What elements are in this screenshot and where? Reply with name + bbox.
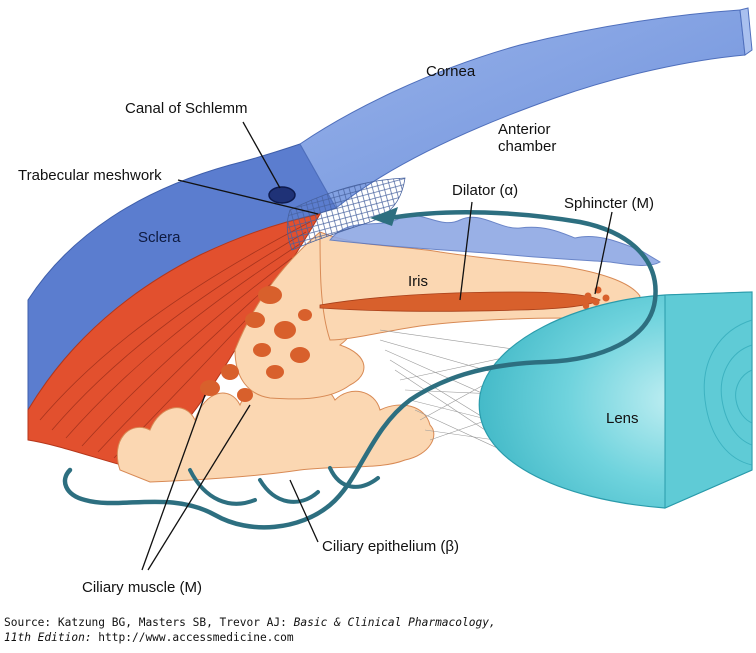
- label-dilator: Dilator (α): [452, 182, 518, 199]
- flow-arrowhead: [370, 207, 398, 226]
- source-book-title: Basic & Clinical Pharmacology,: [293, 616, 496, 629]
- aqueous-flow-arrow: [62, 209, 658, 530]
- trabecular-meshwork: [286, 177, 406, 251]
- flow-loop: [188, 466, 380, 506]
- lens-rings: [703, 319, 753, 466]
- dilator-muscle: [319, 291, 601, 312]
- label-anterior: Anterior: [498, 121, 551, 138]
- source-url: http://www.accessmedicine.com: [91, 631, 294, 644]
- label-cornea: Cornea: [426, 63, 476, 80]
- label-ciliary-muscle: Ciliary muscle (M): [82, 579, 202, 596]
- ciliary-muscle-fibers: [39, 221, 311, 459]
- leader-lines: [141, 121, 613, 571]
- label-sclera: Sclera: [138, 229, 181, 246]
- label-sphincter: Sphincter (M): [564, 195, 654, 212]
- cornea-edge: [739, 7, 753, 56]
- label-lens: Lens: [606, 410, 639, 427]
- canal-of-schlemm: [268, 186, 296, 204]
- cornea: [299, 9, 746, 209]
- label-trabecular-meshwork: Trabecular meshwork: [18, 167, 162, 184]
- source-prefix: Source: Katzung BG, Masters SB, Trevor A…: [4, 616, 294, 629]
- label-iris: Iris: [408, 273, 428, 290]
- label-chamber: chamber: [498, 138, 556, 155]
- ciliary-body-spots: [200, 286, 312, 402]
- source-citation: Source: Katzung BG, Masters SB, Trevor A…: [4, 615, 744, 645]
- ciliary-body: [116, 383, 435, 483]
- label-canal-of-schlemm: Canal of Schlemm: [125, 100, 248, 117]
- label-ciliary-epithelium: Ciliary epithelium (β): [322, 538, 459, 555]
- source-edition: 11th Edition:: [4, 631, 92, 644]
- diagram-canvas: Cornea Canal of Schlemm Anterior chamber…: [18, 7, 753, 596]
- lens-cut-face: [664, 291, 753, 509]
